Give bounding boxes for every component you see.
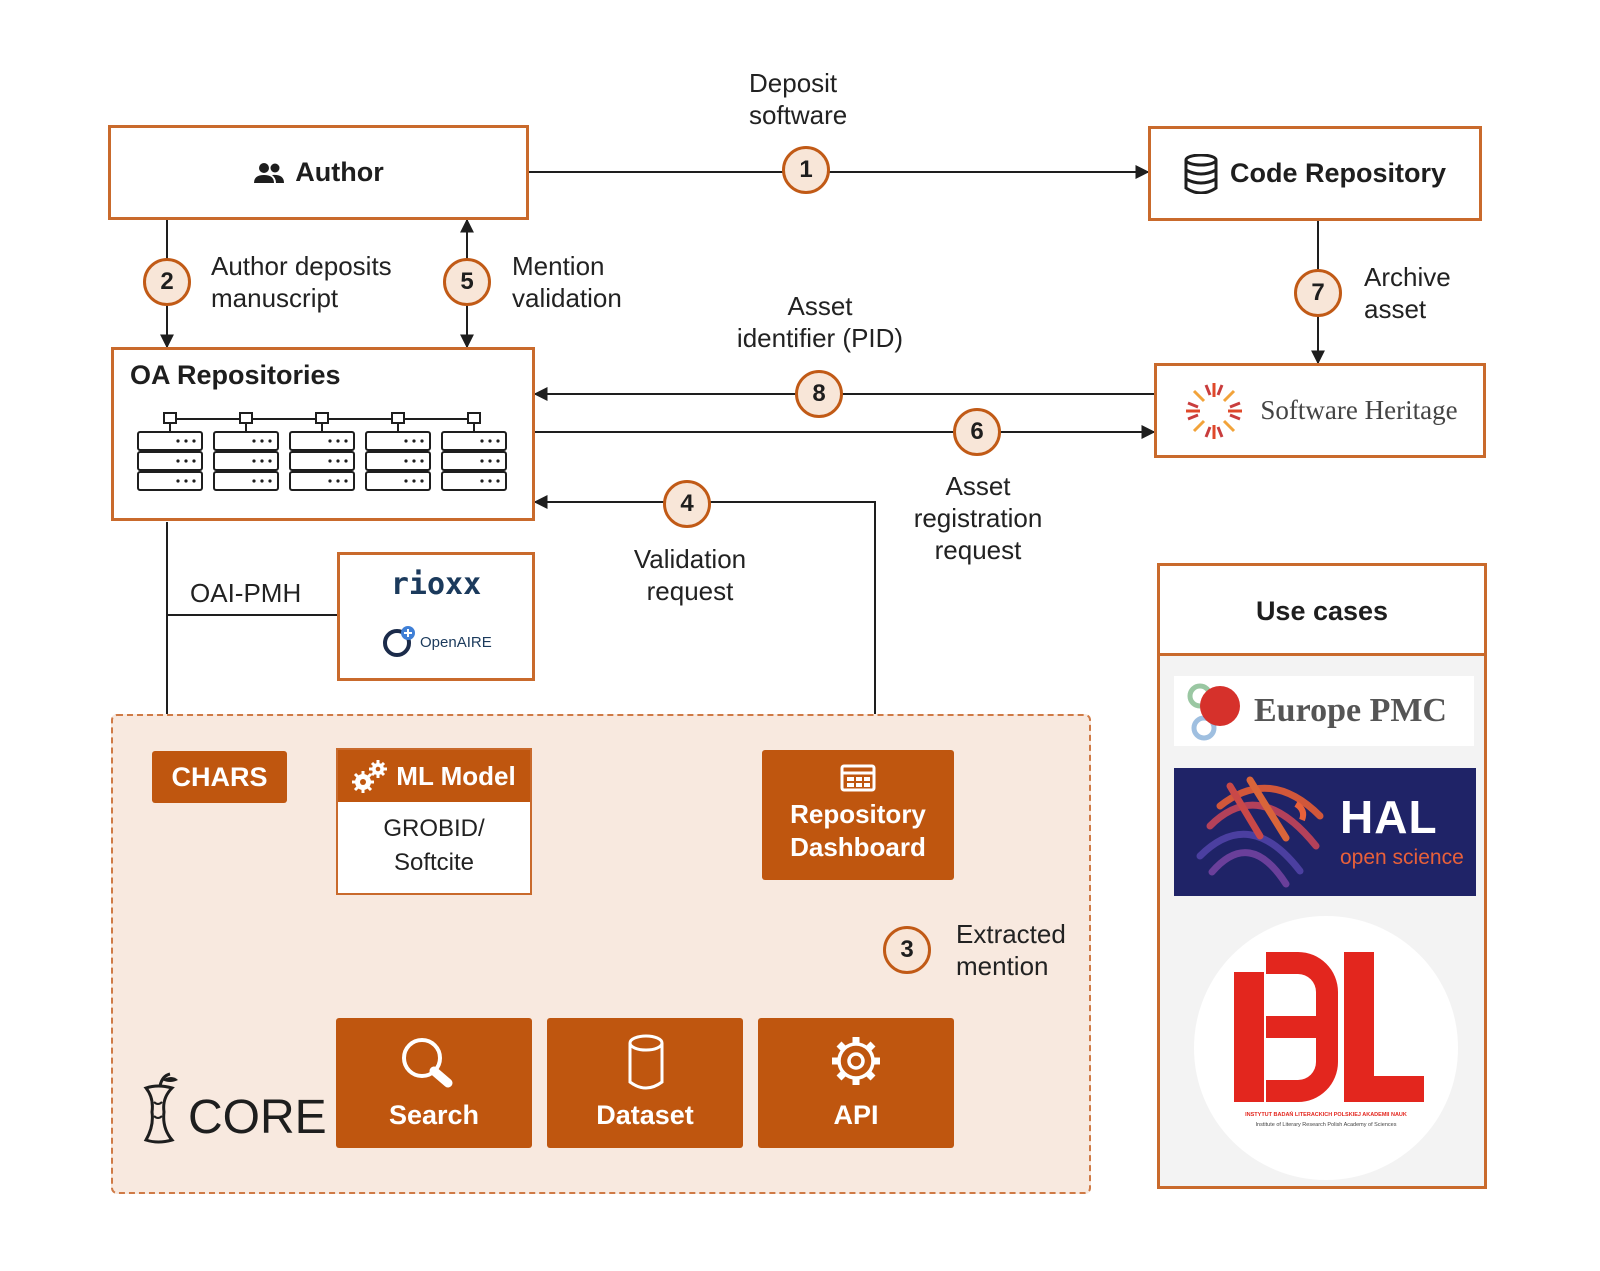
step-3-circle: 3 [883, 926, 931, 974]
oa-repositories-node: OA Repositories [111, 347, 535, 521]
step-6-circle: 6 [953, 408, 1001, 456]
gears-icon [352, 760, 388, 793]
core-label: CORE [188, 1091, 327, 1144]
hal-waves-icon [1196, 776, 1324, 888]
step-1-circle: 1 [782, 146, 830, 194]
step-4-circle: 4 [663, 480, 711, 528]
openaire-logo-icon [383, 626, 415, 657]
hal-label: HAL [1340, 791, 1438, 843]
search-label: Search [388, 1100, 480, 1130]
grobid-label: GROBID/ [383, 815, 485, 842]
step-2-circle: 2 [143, 258, 191, 306]
step-5-circle: 5 [443, 258, 491, 306]
chars-label: CHARS [171, 761, 268, 792]
core-logo: CORE [138, 1072, 327, 1144]
europe-pmc-logo: Europe PMC [1174, 676, 1474, 746]
openaire-label: OpenAIRE [420, 633, 492, 651]
servers-icon [137, 412, 507, 491]
use-cases-title: Use cases [1160, 566, 1484, 656]
software-heritage-label: Software Heritage [1260, 395, 1458, 425]
ml-model-label: ML Model [396, 760, 516, 791]
hal-subtitle: open science [1340, 846, 1464, 869]
use-cases-panel: Use cases Europe PMC HAL open science [1157, 563, 1487, 1189]
database-icon [1184, 153, 1218, 194]
apple-core-icon [143, 1072, 178, 1144]
author-label: Author [295, 157, 384, 187]
repository-dashboard-line1: Repository [790, 799, 926, 829]
oa-repositories-label: OA Repositories [130, 360, 341, 390]
arrow-validation-request [533, 495, 876, 750]
metadata-standards-box: rioxx OpenAIRE [337, 552, 535, 681]
chars-node: CHARS [152, 751, 287, 803]
ibl-line2: Institute of Literary Research Polish Ac… [1255, 1122, 1397, 1128]
author-node: Author [108, 125, 529, 220]
api-label: API [833, 1100, 879, 1130]
rioxx-logo: rioxx [390, 567, 482, 602]
dataset-node: Dataset [547, 1018, 743, 1148]
search-icon [402, 1038, 453, 1088]
hal-logo: HAL open science [1174, 768, 1476, 896]
repository-dashboard-node: Repository Dashboard [762, 750, 954, 880]
ibl-logo: INSTYTUT BADAŃ LITERACKICH POLSKIEJ AKAD… [1194, 916, 1458, 1180]
step-7-circle: 7 [1294, 269, 1342, 317]
europe-pmc-icon [1187, 683, 1240, 741]
ibl-line1: INSTYTUT BADAŃ LITERACKICH POLSKIEJ AKAD… [1245, 1112, 1407, 1118]
software-heritage-logo-icon [1186, 382, 1243, 439]
europe-pmc-label: Europe PMC [1254, 692, 1447, 729]
repository-dashboard-line2: Dashboard [790, 832, 926, 862]
dashboard-icon [840, 764, 876, 792]
software-heritage-node: Software Heritage [1154, 363, 1486, 458]
dataset-label: Dataset [596, 1100, 694, 1130]
users-icon [254, 162, 285, 183]
database-icon [628, 1034, 664, 1090]
code-repository-label: Code Repository [1229, 158, 1447, 188]
ibl-mark [1234, 952, 1424, 1102]
ml-model-node: ML Model GROBID/ Softcite [336, 748, 532, 895]
softcite-label: Softcite [393, 849, 475, 876]
search-node: Search [336, 1018, 532, 1148]
gear-icon [832, 1037, 880, 1085]
step-8-circle: 8 [795, 370, 843, 418]
api-node: API [758, 1018, 954, 1148]
oai-pmh-label: OAI-PMH [190, 578, 302, 608]
code-repository-node: Code Repository [1148, 126, 1482, 221]
